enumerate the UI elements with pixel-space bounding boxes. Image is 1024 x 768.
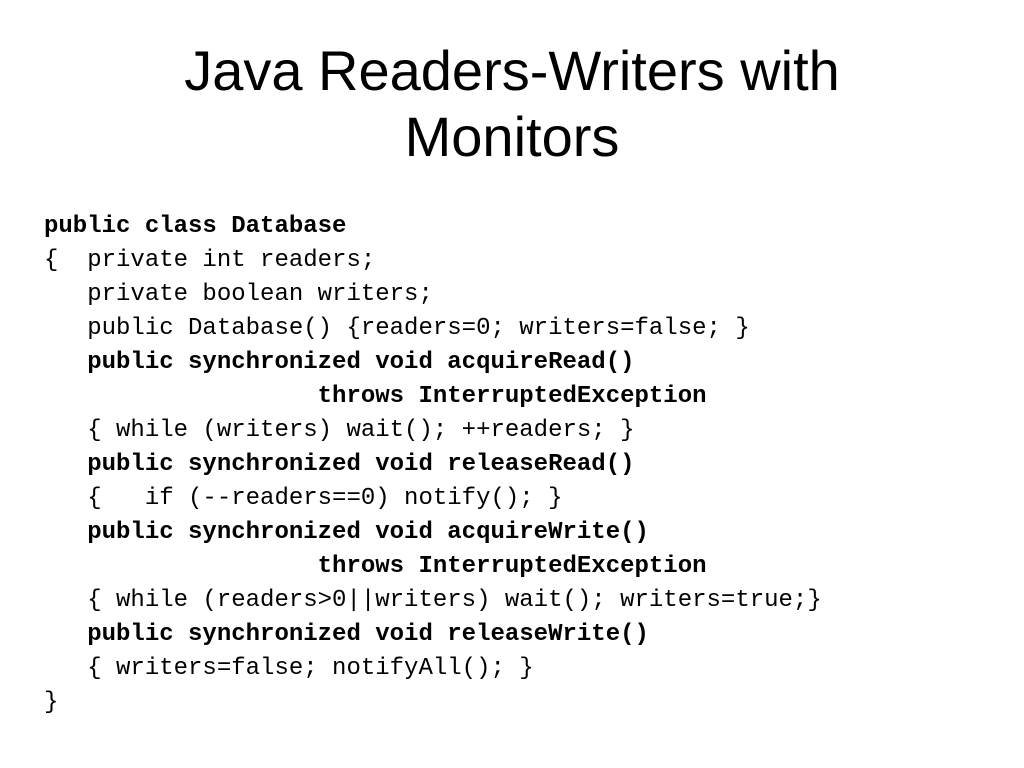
code-line: private boolean writers; bbox=[44, 281, 433, 308]
code-line: public synchronized void acquireWrite() bbox=[44, 519, 649, 546]
code-line: throws InterruptedException bbox=[44, 553, 707, 580]
code-line: public synchronized void acquireRead() bbox=[44, 349, 635, 376]
code-line: public synchronized void releaseWrite() bbox=[44, 621, 649, 648]
code-line: } bbox=[44, 689, 59, 716]
code-line: { writers=false; notifyAll(); } bbox=[44, 655, 534, 682]
code-block: public class Database { private int read… bbox=[44, 210, 1014, 720]
code-line: public class Database bbox=[44, 213, 347, 240]
code-line: public Database() {readers=0; writers=fa… bbox=[44, 315, 750, 342]
code-line: { private int readers; bbox=[44, 247, 376, 274]
code-line: { while (readers>0||writers) wait(); wri… bbox=[44, 587, 822, 614]
code-line: public synchronized void releaseRead() bbox=[44, 451, 635, 478]
code-line: { while (writers) wait(); ++readers; } bbox=[44, 417, 635, 444]
code-line: throws InterruptedException bbox=[44, 383, 707, 410]
slide-title: Java Readers-Writers with Monitors bbox=[0, 38, 1024, 170]
code-line: { if (--readers==0) notify(); } bbox=[44, 485, 563, 512]
title-line-2: Monitors bbox=[404, 105, 620, 168]
title-line-1: Java Readers-Writers with bbox=[184, 39, 840, 102]
